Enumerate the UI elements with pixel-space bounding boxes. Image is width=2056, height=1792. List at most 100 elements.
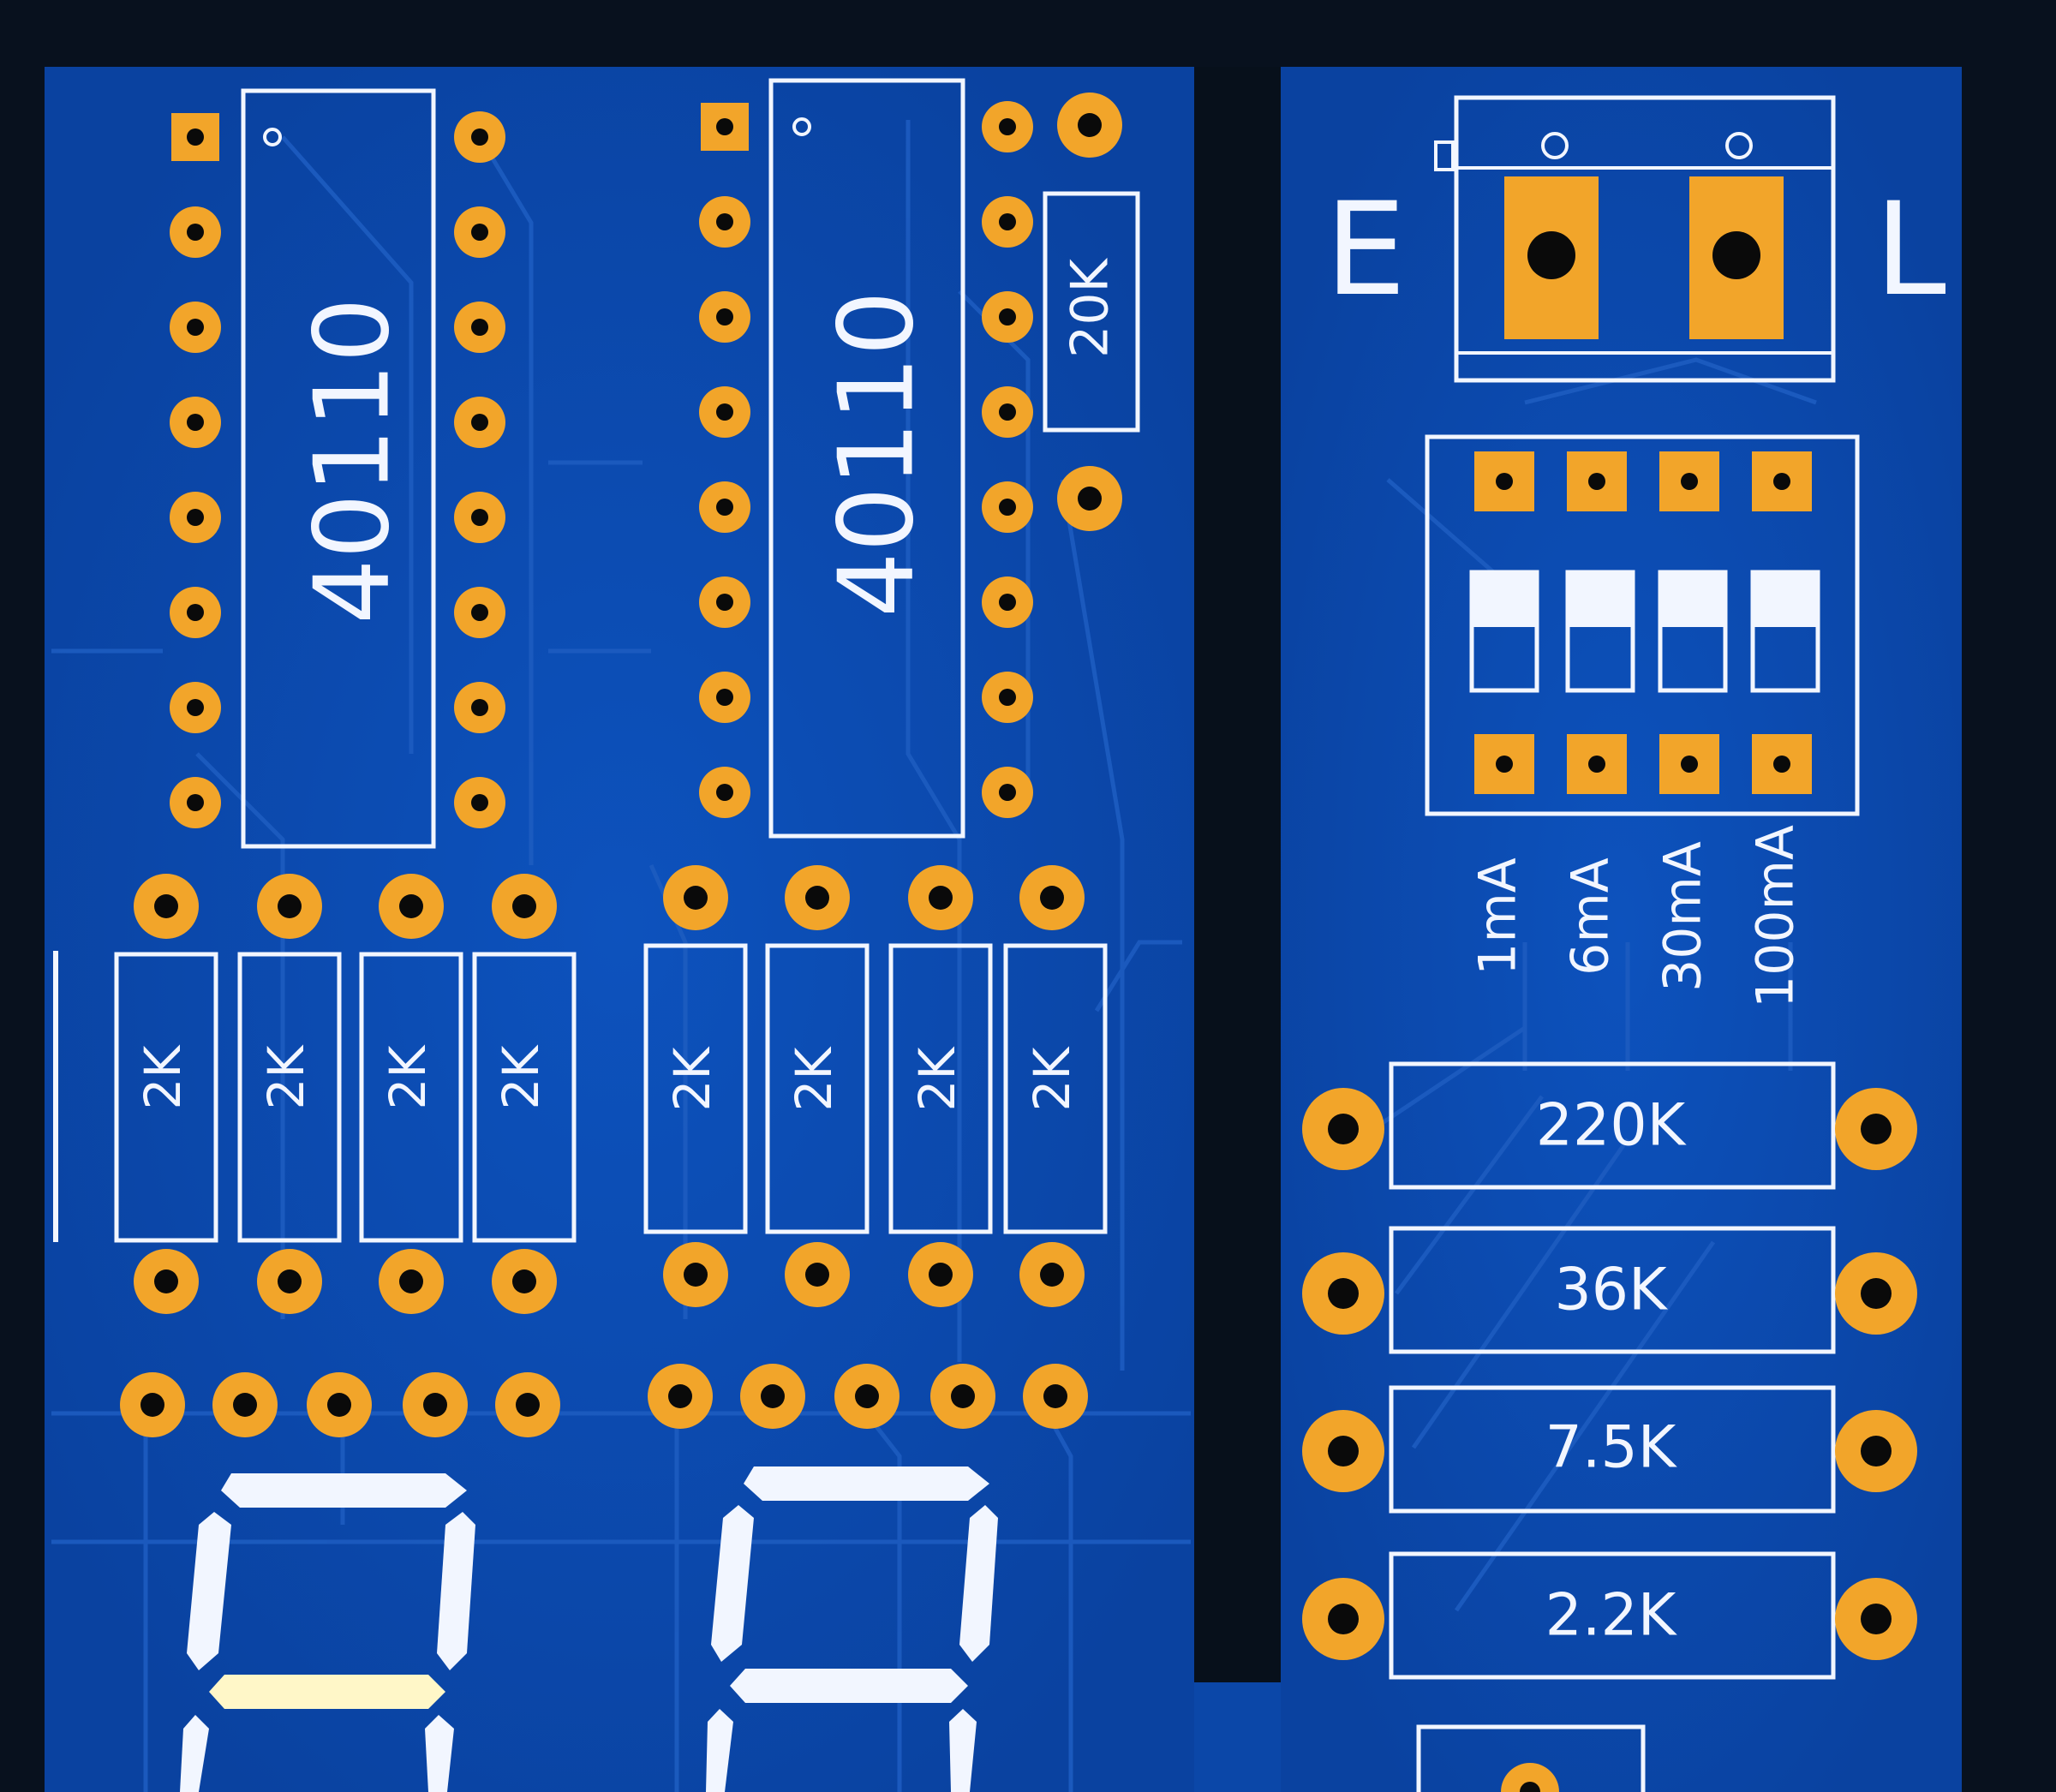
resistor-left-label-1: 2K <box>134 1044 192 1110</box>
ic-pin-pad-drill <box>999 499 1016 516</box>
ic-pin-pad-drill <box>471 224 488 241</box>
ic-pin-pad-drill <box>999 403 1016 421</box>
display-pin-pad-drill <box>233 1393 257 1417</box>
resistor-pad-drill <box>512 1269 536 1293</box>
display-pin-pad-drill <box>423 1393 447 1417</box>
range-resistor-outline <box>1389 1385 1836 1514</box>
partial-pad-drill <box>1520 1782 1540 1792</box>
ic-pin-square-pad-drill <box>187 128 204 146</box>
display-pin-pad-drill <box>516 1393 540 1417</box>
resistor-left-label-2: 2K <box>257 1044 315 1110</box>
resistor-pad-drill <box>684 1263 708 1287</box>
ic-pin-pad-drill <box>716 594 733 611</box>
resistor-pad-drill <box>1040 886 1064 910</box>
range-resistor-label-2-2k: 2.2K <box>1545 1582 1678 1650</box>
connector-outline <box>1454 95 1836 383</box>
dip-pad-drill <box>1773 756 1790 773</box>
ic-pin-pad-drill <box>471 509 488 526</box>
resistor-pad-drill <box>278 1269 302 1293</box>
resistor-pad-drill <box>278 894 302 918</box>
resistor-pad-drill <box>1861 1604 1892 1634</box>
resistor-pad-drill <box>512 894 536 918</box>
resistor-right-label-1: 2K <box>663 1046 721 1112</box>
display-pin-pad-drill <box>140 1393 164 1417</box>
ic-pin-pad-drill <box>187 319 204 336</box>
resistor-pad-drill <box>1078 113 1102 137</box>
dip-switch-lever <box>1662 574 1724 627</box>
board-gap <box>1194 67 1281 1682</box>
dip-switch-lever <box>1754 574 1816 627</box>
dip-switch-outline <box>1425 434 1860 816</box>
resistor-pad-drill <box>1861 1278 1892 1309</box>
range-labels: 1mA 6mA 30mA 100mA <box>1468 825 1806 1008</box>
display-pin-pad-drill <box>327 1393 351 1417</box>
ic-right-label: 40110 <box>818 290 937 618</box>
resistor-outline <box>472 952 577 1243</box>
resistor-pad-drill <box>1078 487 1102 511</box>
ic-left-outline <box>241 88 436 849</box>
ic-pin-pad-drill <box>471 319 488 336</box>
board-section-right <box>1281 67 1962 1792</box>
range-label-100ma: 100mA <box>1746 825 1806 1008</box>
resistor-outline <box>1003 943 1108 1234</box>
range-resistor-label-7-5k: 7.5K <box>1545 1414 1678 1482</box>
ic-pin-pad-drill <box>187 699 204 716</box>
dip-switch-slot <box>1565 570 1635 693</box>
resistor-pad-drill <box>929 886 953 910</box>
dip-pad-drill <box>1496 756 1513 773</box>
ic-left-label: 40110 <box>294 297 413 624</box>
ic-pin-pad-drill <box>999 689 1016 706</box>
ic-pin-pad-drill <box>999 118 1016 135</box>
display-pin-pad-drill <box>1043 1384 1067 1408</box>
connector-drill <box>1527 231 1575 279</box>
ic-pin-pad-drill <box>999 594 1016 611</box>
dip-switch-lever <box>1569 574 1631 627</box>
display-pin-pad-drill <box>668 1384 692 1408</box>
resistor-20k-label: 20K <box>1061 258 1121 358</box>
ic-pin-pad-drill <box>471 604 488 621</box>
resistor-pad-drill <box>399 1269 423 1293</box>
resistor-outline <box>765 943 870 1234</box>
segment-b <box>959 1505 998 1662</box>
range-resistor-label-36k: 36K <box>1554 1257 1669 1324</box>
ic-left-pin1-marker <box>263 128 282 146</box>
ic-right-outline <box>768 78 965 839</box>
range-resistor-outline <box>1389 1226 1836 1354</box>
seven-segment-display-left <box>180 1473 475 1792</box>
resistor-pad-drill <box>1861 1114 1892 1144</box>
segment-c <box>949 1709 977 1792</box>
ic-pin-pad-drill <box>187 794 204 811</box>
dip-switch <box>1425 434 1860 816</box>
range-label-6ma: 6mA <box>1561 857 1621 976</box>
board-gap-bottom <box>1194 1682 1281 1792</box>
resistor-partial-edge <box>53 951 58 1242</box>
resistor-pad-drill <box>1328 1278 1359 1309</box>
display-pin-pad-drill <box>855 1384 879 1408</box>
segment-c <box>425 1715 454 1792</box>
dip-switch-lever <box>1473 574 1535 627</box>
dip-pad-drill <box>1681 756 1698 773</box>
ic-pin-pad-drill <box>716 689 733 706</box>
ic-pin-pad-drill <box>471 128 488 146</box>
dip-pad-drill <box>1588 473 1605 490</box>
partial-pad <box>1501 1763 1559 1792</box>
seven-segment-display-right <box>706 1466 998 1792</box>
resistor-pad-drill <box>1328 1436 1359 1466</box>
ic-pin-pad-drill <box>187 509 204 526</box>
resistor-20k: 20K <box>1043 191 1140 433</box>
ic-pin-pad-drill <box>187 414 204 431</box>
dip-pad-drill <box>1588 756 1605 773</box>
ic-pin-pad-drill <box>716 213 733 230</box>
resistor-left-label-3: 2K <box>379 1044 437 1110</box>
resistor-pad-drill <box>154 1269 178 1293</box>
dip-switch-slot <box>1469 570 1539 693</box>
display-pin-pad-drill <box>761 1384 785 1408</box>
ic-pin-pad-drill <box>999 213 1016 230</box>
bottom-component-outline <box>1416 1724 1646 1792</box>
ic-left: 40110 <box>241 88 436 849</box>
ic-pin-square-pad-drill <box>716 118 733 135</box>
segment-f <box>187 1512 231 1670</box>
segment-g <box>730 1669 968 1703</box>
resistor-right-label-2: 2K <box>785 1046 843 1112</box>
